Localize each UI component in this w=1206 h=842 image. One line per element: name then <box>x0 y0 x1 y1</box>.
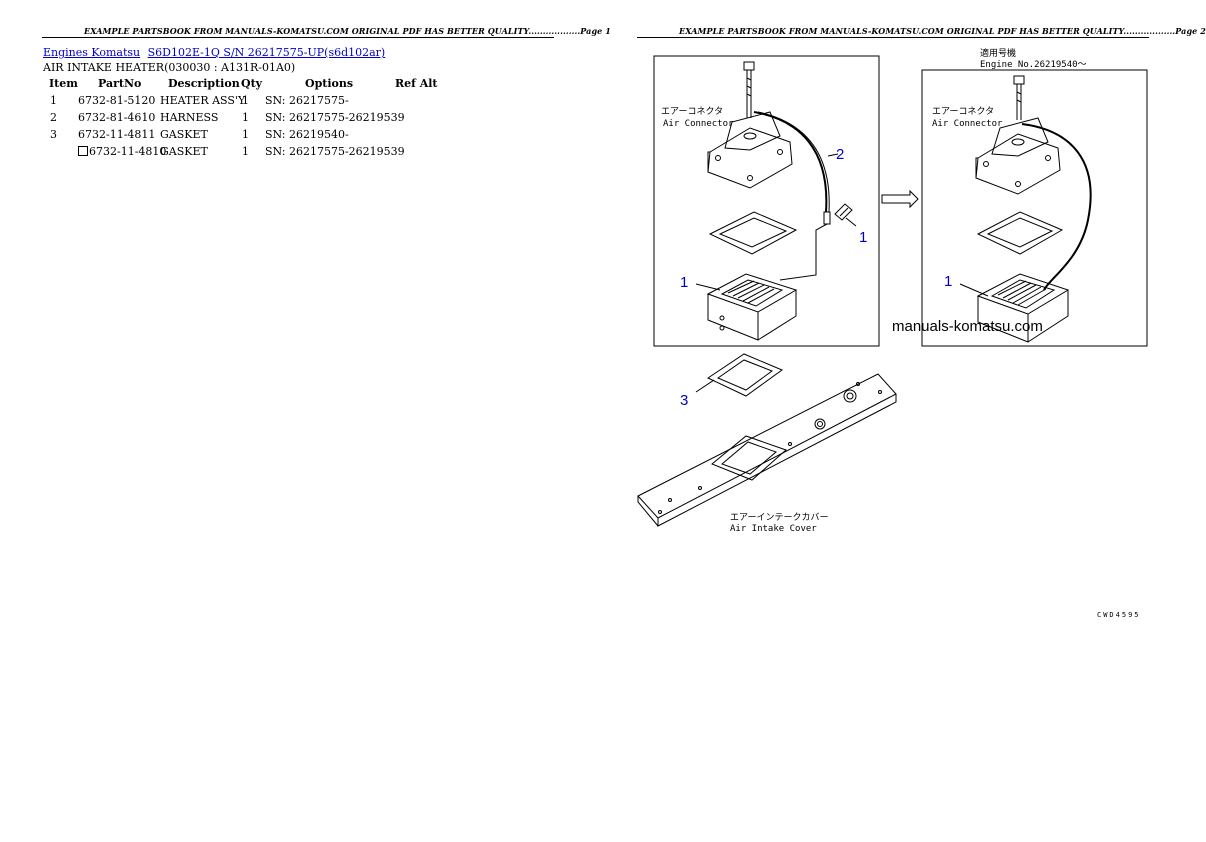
row-description: HEATER ASS'Y <box>160 94 246 107</box>
row-qty: 1 <box>242 145 249 158</box>
heater-block-right <box>976 273 1070 343</box>
leader-1-right <box>959 283 989 297</box>
connector-housing-left <box>707 111 793 189</box>
watermark: manuals-komatsu.com <box>892 318 1043 335</box>
page1-header-rule <box>42 37 554 38</box>
row-options: SN: 26217575- <box>265 94 349 107</box>
air-intake-cover: Air Intake Cover <box>730 524 817 534</box>
row-partno: 6732-81-4610 <box>78 111 156 124</box>
page2-header-rule <box>637 37 1149 38</box>
left-frame <box>653 55 880 347</box>
section-title: AIR INTAKE HEATER(030030 : A131R-01A0) <box>43 61 296 74</box>
page2-header: EXAMPLE PARTSBOOK FROM MANUALS-KOMATSU.C… <box>679 26 1206 36</box>
engine-no-jp: 適用号機 <box>980 47 1016 59</box>
bolt-right <box>1013 75 1025 120</box>
row-partno: 6732-11-4811 <box>78 128 156 141</box>
row-partno-text: 6732-11-4810 <box>89 145 167 158</box>
leader-2 <box>827 153 839 157</box>
arrow-right-icon <box>881 189 919 209</box>
col-options: Options <box>305 77 354 90</box>
air-connector-left: Air Connector <box>663 119 734 129</box>
row-partno: 6732-11-4810 <box>78 145 166 158</box>
callout-1-right: 1 <box>944 273 952 290</box>
page1-header: EXAMPLE PARTSBOOK FROM MANUALS-KOMATSU.C… <box>84 26 611 36</box>
heater-block-left <box>706 273 798 341</box>
alternate-checkbox-icon <box>78 146 88 156</box>
air-connector-right: Air Connector <box>932 119 1003 129</box>
row-description: GASKET <box>160 145 208 158</box>
row-description: HARNESS <box>160 111 219 124</box>
gasket-3 <box>706 353 784 397</box>
small-bolt-left <box>834 203 853 221</box>
gasket-right <box>976 211 1064 255</box>
engine-no: Engine No.26219540～ <box>980 60 1087 70</box>
air-intake-cover-jp: エアーインテークカバー <box>730 512 828 523</box>
bolt-left <box>743 61 755 118</box>
row-options: SN: 26217575-26219539 <box>265 145 405 158</box>
col-qty: Qty <box>241 77 263 90</box>
callout-2: 2 <box>836 146 844 163</box>
exploded-parts-diagram: 1 2 1 1 3 エアーコネクタ Air Connector エアーコネクタ … <box>637 47 1148 534</box>
row-qty: 1 <box>242 94 249 107</box>
leader-3 <box>695 379 715 393</box>
row-qty: 1 <box>242 128 249 141</box>
col-partno: PartNo <box>98 77 142 90</box>
leader-1-left <box>695 283 721 291</box>
callout-1-left: 1 <box>680 274 688 291</box>
col-ref-alt: Ref Alt <box>395 77 438 90</box>
harness-cable-right <box>1021 123 1092 291</box>
air-connector-jp-left: エアーコネクタ <box>661 106 723 117</box>
air-intake-cover <box>637 373 897 527</box>
row-partno: 6732-81-5120 <box>78 94 156 107</box>
callout-1-bolt: 1 <box>859 229 867 246</box>
right-frame <box>921 69 1148 347</box>
model-link[interactable]: S6D102E-1Q S/N 26217575-UP(s6d102ar) <box>147 46 386 59</box>
row-qty: 1 <box>242 111 249 124</box>
breadcrumb: Engines Komatsu S6D102E-1Q S/N 26217575-… <box>43 46 389 59</box>
row-item: 2 <box>50 111 57 124</box>
callout-3: 3 <box>680 392 688 409</box>
row-options: SN: 26217575-26219539 <box>265 111 405 124</box>
row-item: 3 <box>50 128 57 141</box>
drawing-code: CWD4595 <box>1097 611 1141 619</box>
leader-1-bolt <box>845 217 857 227</box>
row-description: GASKET <box>160 128 208 141</box>
air-connector-jp-right: エアーコネクタ <box>932 106 994 117</box>
gasket-upper-left <box>708 211 798 255</box>
harness-cable <box>753 111 831 281</box>
connector-housing-right <box>975 117 1061 195</box>
col-item: Item <box>49 77 78 90</box>
row-options: SN: 26219540- <box>265 128 349 141</box>
engines-komatsu-link[interactable]: Engines Komatsu <box>43 46 141 59</box>
col-description: Description <box>168 77 240 90</box>
row-item: 1 <box>50 94 57 107</box>
